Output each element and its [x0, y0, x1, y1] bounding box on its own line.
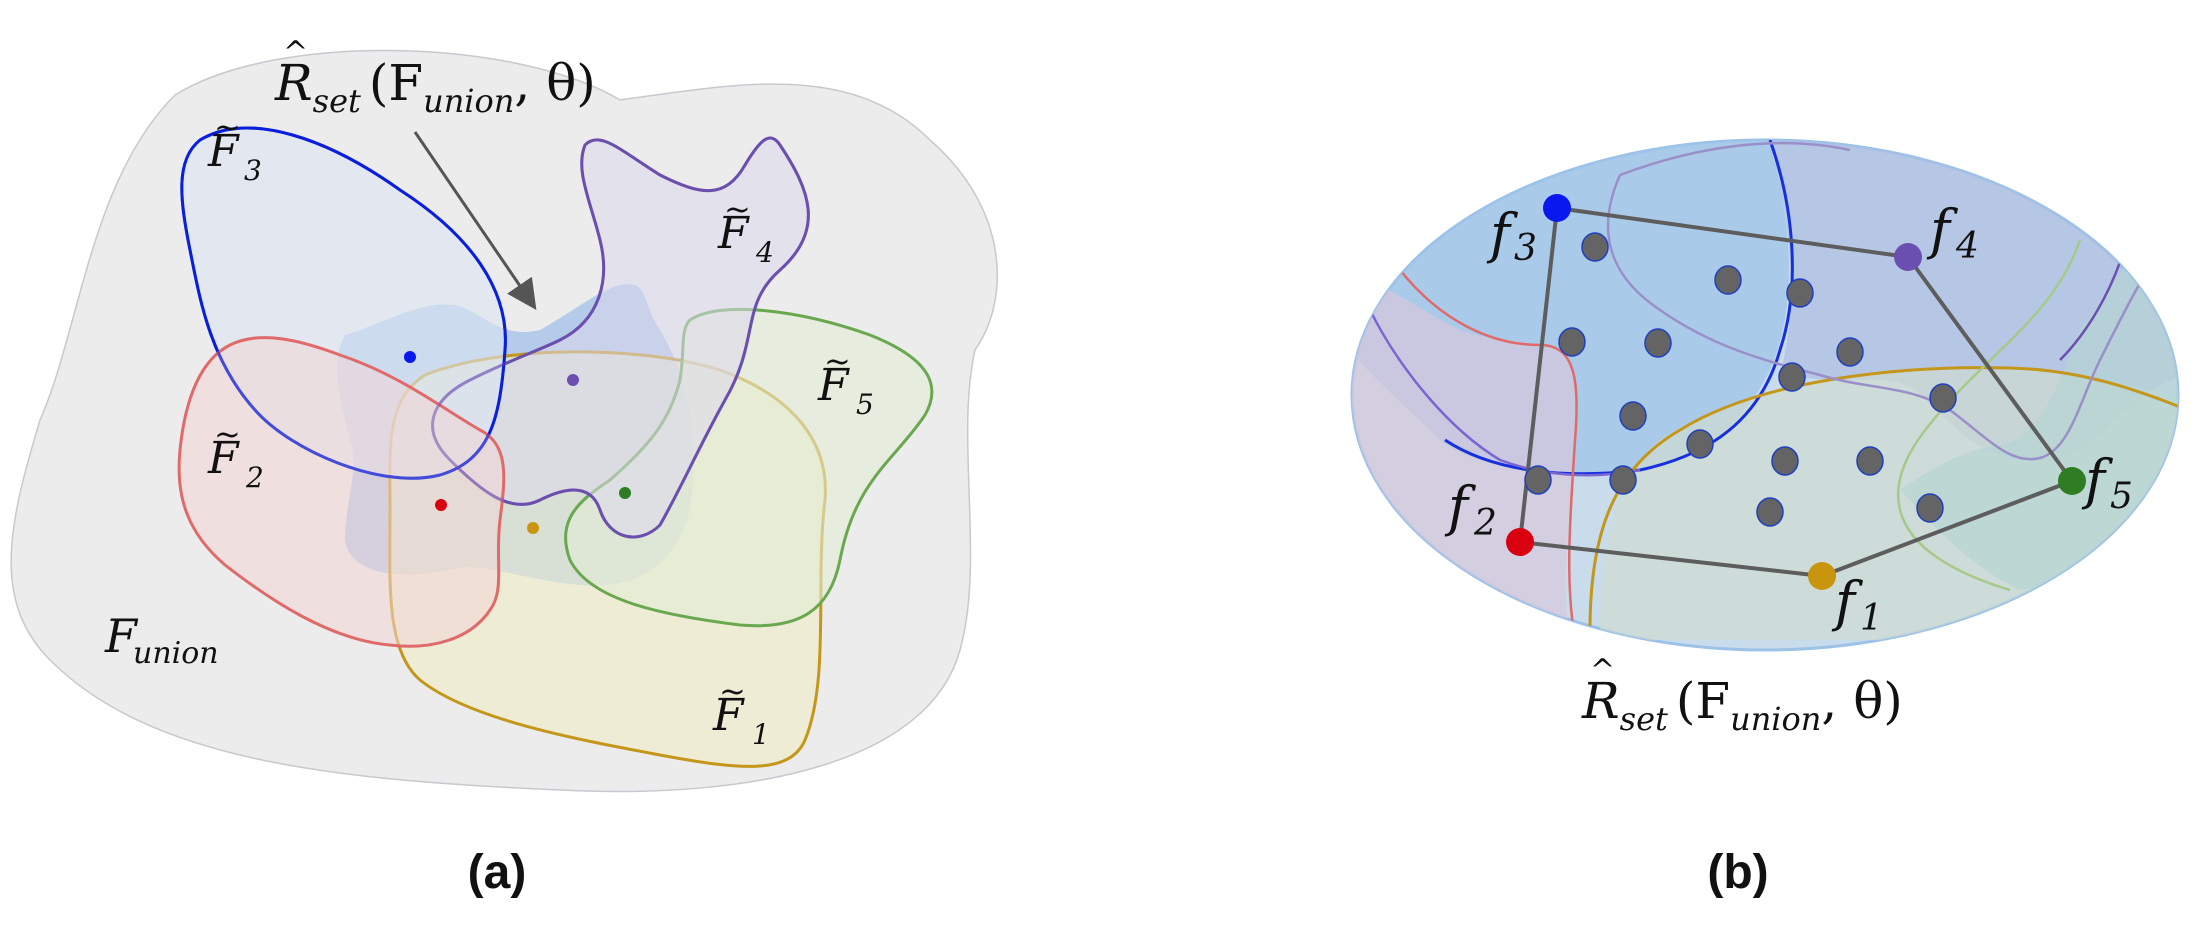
svg-text:F: F	[717, 208, 750, 259]
node-f1	[1808, 562, 1836, 590]
svg-text:F: F	[207, 126, 240, 177]
label-f3: F 3 ~	[207, 108, 262, 187]
graph-edges	[1518, 206, 2074, 578]
svg-text:~: ~	[719, 672, 746, 710]
annotation-arrow	[413, 131, 537, 310]
label-f5: F 5 ~	[817, 342, 874, 421]
sample-point	[1916, 493, 1944, 523]
label-union: F union	[104, 609, 219, 671]
caption-b: (b)	[1707, 846, 1768, 899]
svg-text:~: ~	[724, 190, 751, 228]
set-f4-outline	[431, 136, 810, 539]
label-f2: F 2 ~	[207, 415, 264, 494]
svg-text:2: 2	[245, 461, 264, 494]
caption-a: (a)	[468, 846, 527, 899]
svg-text:1: 1	[1860, 598, 1883, 639]
svg-text:F: F	[104, 609, 139, 663]
label-f1: F 1 ~	[712, 672, 770, 751]
sample-point	[1686, 429, 1714, 459]
panel-a: Rset(Funion, θ) ^ F 3 ~ F 4 ~ F 5 ~ F 2 …	[10, 35, 999, 899]
svg-text:~: ~	[214, 108, 241, 146]
sample-point	[1778, 362, 1806, 392]
sample-point	[1644, 328, 1672, 358]
sample-point	[1786, 278, 1814, 308]
sample-point	[1581, 232, 1609, 262]
svg-text:5: 5	[856, 388, 874, 421]
label-f4: F 4 ~	[717, 190, 774, 269]
rset-annotation-a: Rset(Funion, θ)	[274, 54, 596, 120]
rset-hat-a: ^	[283, 35, 308, 70]
set-f3-outline	[180, 126, 507, 480]
sample-point	[1714, 265, 1742, 295]
svg-text:4: 4	[755, 236, 774, 269]
svg-text:2: 2	[1473, 503, 1497, 544]
dot-f3	[404, 351, 416, 363]
svg-text:~: ~	[824, 342, 851, 380]
sample-points	[1524, 232, 1957, 527]
sample-point	[1929, 383, 1957, 413]
set-f4-region	[431, 136, 810, 539]
svg-text:F: F	[712, 690, 745, 741]
svg-text:3: 3	[244, 154, 262, 187]
node-f5	[2058, 467, 2086, 495]
panel-b: f 3 f 4 f 2 f 5 f 1 Rset(Funion, θ) ^ (b…	[1350, 138, 2180, 899]
dot-f5	[619, 487, 631, 499]
svg-text:4: 4	[1955, 226, 1979, 267]
sample-point	[1771, 446, 1799, 476]
svg-text:5: 5	[2110, 476, 2133, 517]
svg-text:union: union	[133, 636, 219, 671]
rset-annotation-b: Rset(Funion, θ)	[1581, 672, 1903, 738]
node-f2	[1506, 528, 1534, 556]
dot-f2	[435, 499, 447, 511]
sample-point	[1609, 465, 1637, 495]
svg-text:1: 1	[752, 718, 770, 751]
svg-text:~: ~	[214, 415, 241, 453]
dot-f1	[527, 522, 539, 534]
rset-hat-b: ^	[1590, 653, 1615, 688]
sample-point	[1836, 337, 1864, 367]
node-f4	[1894, 243, 1922, 271]
set-outlines	[180, 126, 810, 539]
sample-point	[1856, 446, 1884, 476]
sample-point	[1619, 401, 1647, 431]
dot-f4	[567, 374, 579, 386]
sample-point	[1558, 327, 1586, 357]
sample-point	[1524, 465, 1552, 495]
svg-text:F: F	[817, 360, 850, 411]
node-f3	[1543, 194, 1571, 222]
svg-text:3: 3	[1514, 228, 1537, 269]
svg-text:F: F	[207, 433, 240, 484]
sample-point	[1756, 497, 1784, 527]
